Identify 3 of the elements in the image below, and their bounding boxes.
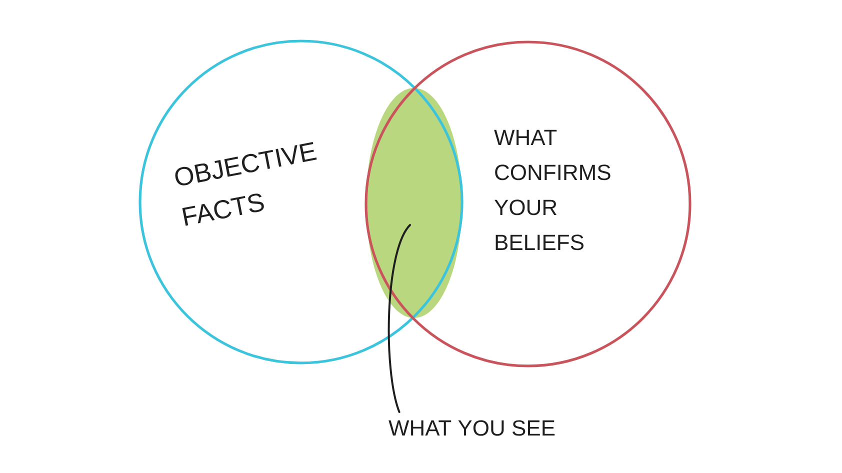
shaded-overlap bbox=[366, 88, 462, 318]
annotation-text: WHAT YOU SEE bbox=[388, 420, 555, 436]
leader-line bbox=[388, 224, 411, 413]
